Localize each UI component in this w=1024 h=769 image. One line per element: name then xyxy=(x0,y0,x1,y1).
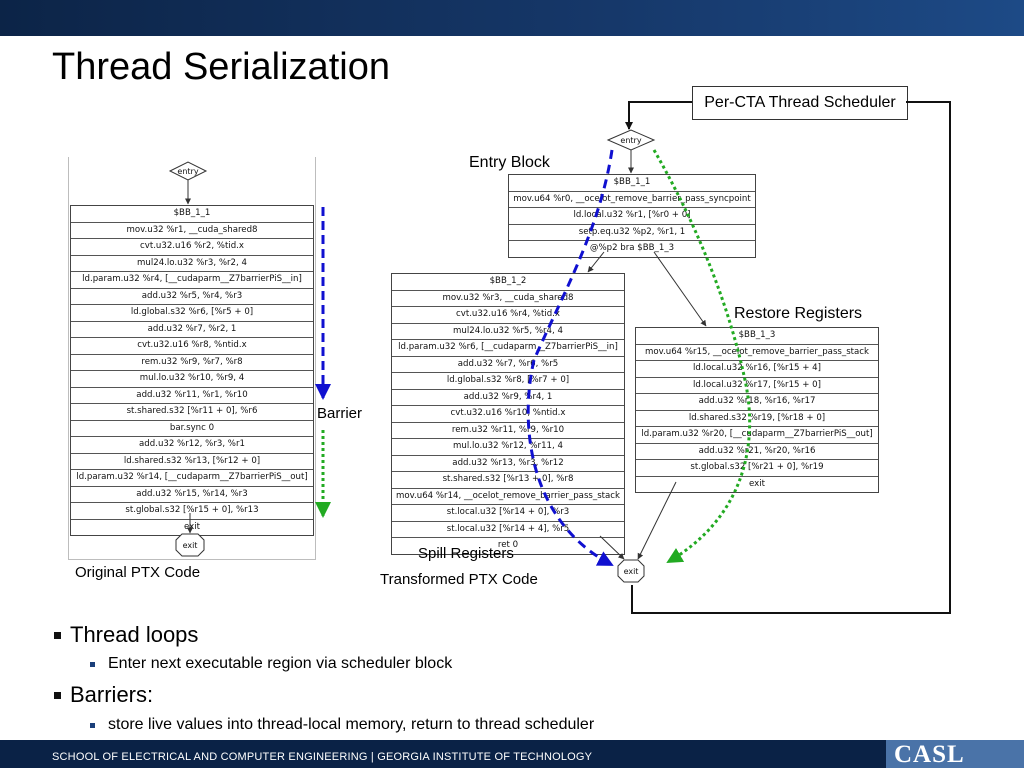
entry-code-row: $BB_1_1 xyxy=(509,175,755,192)
bullet-thread-loops: Thread loops xyxy=(70,622,199,647)
bullet-marker xyxy=(54,692,61,699)
spill-code-row: ld.param.u32 %r6, [__cudaparm__Z7barrier… xyxy=(392,340,624,357)
bullet-marker xyxy=(54,632,61,639)
entry-code-row: @%p2 bra $BB_1_3 xyxy=(589,243,675,253)
barrier-label: Barrier xyxy=(317,405,363,422)
spill-code-row: rem.u32 %r11, %r9, %r10 xyxy=(392,423,624,439)
original-code-row: ld.shared.s32 %r13, [%r12 + 0] xyxy=(71,454,313,470)
original-code-row: $BB_1_1 xyxy=(71,206,313,223)
spill-code-row: mov.u32 %r3, __cuda_shared8 xyxy=(392,291,624,307)
restore-code-row: mov.u64 %r15, __ocelot_remove_barrier_pa… xyxy=(636,345,878,361)
original-code-row: rem.u32 %r9, %r7, %r8 xyxy=(71,355,313,371)
sub-bullet-scheduler-block: Enter next executable region via schedul… xyxy=(108,655,453,672)
restore-code-row: add.u32 %r18, %r16, %r17 xyxy=(636,394,878,411)
original-code-row: ld.param.u32 %r4, [__cudaparm__Z7barrier… xyxy=(71,272,313,289)
edge-restore-to-exit xyxy=(637,481,677,560)
restore-code-row: $BB_1_3 xyxy=(636,328,878,345)
sub-bullet-marker xyxy=(90,662,95,667)
restore-code-row: st.global.s32 [%r21 + 0], %r19 xyxy=(636,460,878,477)
slide-title: Thread Serialization xyxy=(52,46,390,88)
original-code-row: st.global.s32 [%r15 + 0], %r13 xyxy=(71,503,313,520)
entry-block-label: Entry Block xyxy=(469,154,550,171)
sub-bullet-store-live-values: store live values into thread-local memo… xyxy=(108,716,595,733)
bullet-barriers: Barriers: xyxy=(70,682,154,707)
original-code-row: exit xyxy=(184,521,200,532)
restore-code-row: ld.param.u32 %r20, [__cudaparm__Z7barrie… xyxy=(636,427,878,444)
spill-code-row: $BB_1_2 xyxy=(392,274,624,291)
original-code-row: ld.global.s32 %r6, [%r5 + 0] xyxy=(71,305,313,322)
original-code-row: mov.u32 %r1, __cuda_shared8 xyxy=(71,223,313,239)
original-code-row: st.shared.s32 [%r11 + 0], %r6 xyxy=(71,404,313,421)
spill-code-row: cvt.u32.u16 %r4, %tid.x xyxy=(392,307,624,324)
spill-code-row: ret 0 xyxy=(497,540,519,550)
restore-code-row: ld.shared.s32 %r19, [%r18 + 0] xyxy=(636,411,878,427)
original-code-row: ld.param.u32 %r14, [__cudaparm__Z7barrie… xyxy=(71,470,313,487)
original-code-row: cvt.u32.u16 %r2, %tid.x xyxy=(71,239,313,256)
casl-logo: CASL xyxy=(894,741,965,768)
spill-code-row: add.u32 %r13, %r3, %r12 xyxy=(392,456,624,472)
spill-code-row: st.local.u32 [%r14 + 4], %r5 xyxy=(392,522,624,538)
restore-code-row: add.u32 %r21, %r20, %r16 xyxy=(636,444,878,460)
original-code-row: add.u32 %r5, %r4, %r3 xyxy=(71,289,313,305)
spill-code-row: st.local.u32 [%r14 + 0], %r3 xyxy=(392,505,624,522)
transformed-exit-node: exit xyxy=(617,559,645,583)
original-code-row: cvt.u32.u16 %r8, %ntid.x xyxy=(71,338,313,355)
sub-bullet-marker xyxy=(90,723,95,728)
spill-code-row: mov.u64 %r14, __ocelot_remove_barrier_pa… xyxy=(392,489,624,505)
entry-code-row: ld.local.u32 %r1, [%r0 + 0] xyxy=(509,208,755,225)
original-code-row: bar.sync 0 xyxy=(71,421,313,437)
footer-text: SCHOOL OF ELECTRICAL AND COMPUTER ENGINE… xyxy=(52,751,593,763)
thread-scheduler-box: Per-CTA Thread Scheduler xyxy=(692,86,908,120)
original-code-row: mul.lo.u32 %r10, %r9, 4 xyxy=(71,371,313,388)
spill-code-row: st.shared.s32 [%r13 + 0], %r8 xyxy=(392,472,624,489)
restore-registers-label: Restore Registers xyxy=(734,305,863,322)
transformed-exit-label: exit xyxy=(624,567,639,576)
casl-logo-bg xyxy=(886,740,1024,768)
original-code-row: mul24.lo.u32 %r3, %r2, 4 xyxy=(71,256,313,272)
transformed-ptx-label: Transformed PTX Code xyxy=(380,571,538,588)
transformed-entry-node: entry xyxy=(606,129,656,151)
spill-code-row: add.u32 %r9, %r4, 1 xyxy=(392,390,624,406)
scheduler-to-entry-edge xyxy=(625,101,692,130)
original-ptx-label: Original PTX Code xyxy=(75,564,201,581)
original-code-row: add.u32 %r7, %r2, 1 xyxy=(71,322,313,338)
restore-code-row: exit xyxy=(749,478,765,489)
spill-code-row: mul24.lo.u32 %r5, %r4, 4 xyxy=(392,324,624,340)
entry-code-row: mov.u64 %r0, __ocelot_remove_barrier_pas… xyxy=(509,192,755,208)
restore-code-row: ld.local.u32 %r16, [%r15 + 4] xyxy=(636,361,878,378)
original-code-row: add.u32 %r15, %r14, %r3 xyxy=(71,487,313,503)
restore-code-row: ld.local.u32 %r17, [%r15 + 0] xyxy=(636,378,878,394)
original-code-row: add.u32 %r11, %r1, %r10 xyxy=(71,388,313,404)
spill-code-row: mul.lo.u32 %r12, %r11, 4 xyxy=(392,439,624,456)
transformed-entry-label: entry xyxy=(620,136,641,145)
edge-entry-to-restore xyxy=(653,251,707,327)
spill-registers-label: Spill Registers xyxy=(418,545,514,562)
entry-code-row: setp.eq.u32 %p2, %r1, 1 xyxy=(509,225,755,241)
original-code-row: add.u32 %r12, %r3, %r1 xyxy=(71,437,313,454)
spill-code-row: ld.global.s32 %r8, [%r7 + 0] xyxy=(392,373,624,390)
header-bar xyxy=(0,0,1024,36)
footer-bar xyxy=(0,740,1024,768)
spill-code-row: add.u32 %r7, %r6, %r5 xyxy=(392,357,624,373)
spill-code-row: cvt.u32.u16 %r10, %ntid.x xyxy=(392,406,624,423)
